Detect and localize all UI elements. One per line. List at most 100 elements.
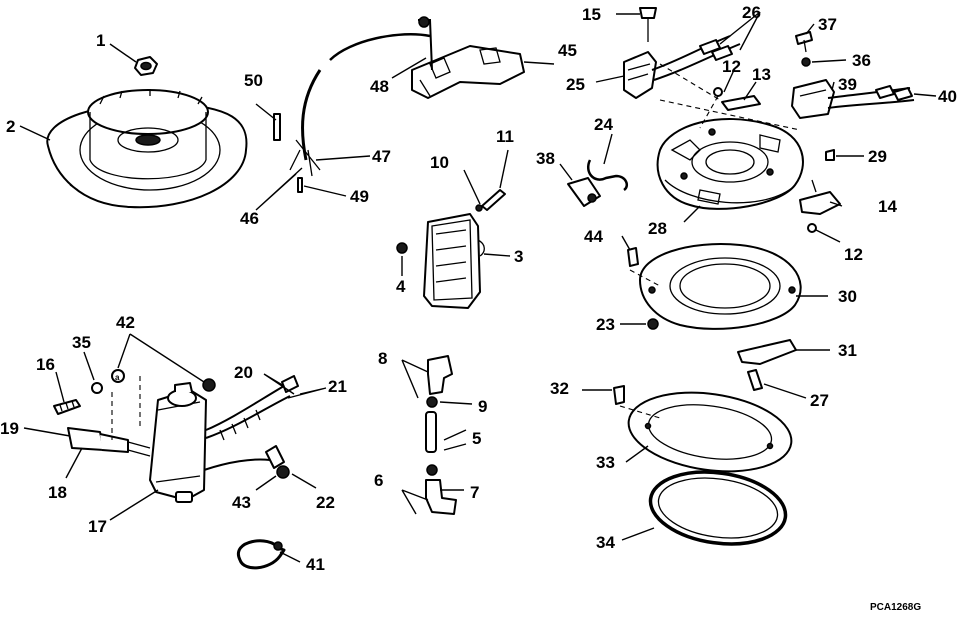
part-clamp (236, 539, 286, 570)
part-armature-plate (656, 118, 804, 210)
part-throttle-cam-31 (737, 339, 797, 365)
part-screw-12-lower (807, 223, 817, 233)
callout-12-lower: 12 (844, 245, 863, 264)
callout-12-upper: 12 (722, 57, 741, 76)
callout-30: 30 (838, 287, 857, 306)
callout-50: 50 (244, 71, 263, 90)
svg-text:a: a (115, 373, 120, 382)
callout-6: 6 (374, 471, 383, 490)
callout-49: 49 (350, 187, 369, 206)
callout-18: 18 (48, 483, 67, 502)
callout-3: 3 (514, 247, 523, 266)
callout-1: 1 (96, 31, 105, 50)
callout-16: 16 (36, 355, 55, 374)
part-grommet-9 (426, 396, 438, 408)
part-retainer-plate (639, 243, 802, 330)
leader-lines (19, 11, 937, 563)
part-terminal-50 (273, 113, 281, 141)
alignment-lines (111, 63, 801, 440)
part-connector-38 (567, 177, 601, 207)
part-screw-12-upper (713, 87, 723, 97)
callout-27: 27 (810, 391, 829, 410)
callout-5: 5 (472, 429, 481, 448)
callout-47: 47 (372, 147, 391, 166)
callout-45: 45 (558, 41, 577, 60)
callout-43: 43 (232, 493, 251, 512)
part-nut (134, 56, 158, 76)
part-bracket-13 (721, 95, 761, 111)
part-support-plate (627, 391, 793, 473)
callout-2: 2 (6, 117, 15, 136)
part-ignition-coil (149, 382, 207, 503)
callout-11: 11 (496, 127, 514, 146)
part-spark-plug-boot (67, 427, 151, 457)
callout-36: 36 (852, 51, 871, 70)
part-stator-coil-39 (791, 79, 915, 119)
callout-35: 35 (72, 333, 91, 352)
callout-38: 38 (536, 149, 555, 168)
part-screw-11 (475, 189, 506, 212)
callout-19: 19 (0, 419, 19, 438)
part-tube-5 (425, 411, 437, 453)
part-screw-37 (795, 31, 813, 53)
part-elbow-lower (425, 479, 457, 515)
part-screw-15 (639, 7, 657, 42)
callout-labels: 1 2 3 4 5 6 7 8 9 10 11 12 12 13 14 15 1… (0, 3, 957, 613)
part-connector-22 (265, 445, 285, 469)
callout-15: 15 (582, 5, 601, 24)
callout-42: 42 (116, 313, 135, 332)
part-coil-leads (203, 375, 299, 471)
callout-32: 32 (550, 379, 569, 398)
callout-37: 37 (818, 15, 837, 34)
callout-33: 33 (596, 453, 615, 472)
part-retaining-ring (648, 470, 788, 546)
part-nut-23 (647, 318, 659, 330)
part-washer-36 (801, 57, 811, 67)
part-washer-35 (91, 382, 103, 394)
part-pin-49 (297, 177, 303, 193)
part-washers-42: a (111, 369, 216, 392)
callout-34: 34 (596, 533, 615, 552)
callout-48: 48 (370, 77, 389, 96)
callout-39: 39 (838, 75, 857, 94)
callout-44: 44 (584, 227, 603, 246)
part-insulator-43 (276, 465, 290, 479)
callout-28: 28 (648, 219, 667, 238)
callout-41: 41 (306, 555, 325, 574)
callout-25: 25 (566, 75, 585, 94)
callout-24: 24 (594, 115, 613, 134)
figure-id: PCA1268G (870, 602, 921, 613)
callout-14: 14 (878, 197, 897, 216)
part-screw-29 (825, 149, 835, 161)
part-screw-44 (627, 247, 639, 267)
callout-9: 9 (478, 397, 487, 416)
part-clip-24 (587, 159, 628, 192)
part-switch-assembly (289, 16, 525, 177)
callout-4: 4 (396, 277, 406, 296)
callout-20: 20 (234, 363, 253, 382)
callout-13: 13 (752, 65, 771, 84)
callout-29: 29 (868, 147, 887, 166)
part-screw-32 (613, 385, 625, 405)
part-elbow-upper (427, 355, 453, 395)
part-charge-coil (623, 35, 741, 99)
callout-46: 46 (240, 209, 259, 228)
callout-40: 40 (938, 87, 957, 106)
callout-8: 8 (378, 349, 387, 368)
callout-7: 7 (470, 483, 479, 502)
part-screw-16 (53, 399, 81, 415)
part-rectifier-module (423, 213, 485, 309)
part-grommet-7 (426, 464, 438, 476)
callout-21: 21 (328, 377, 347, 396)
callout-31: 31 (838, 341, 857, 360)
callout-10: 10 (430, 153, 449, 172)
part-flywheel (46, 89, 248, 209)
callout-23: 23 (596, 315, 615, 334)
callout-22: 22 (316, 493, 335, 512)
part-lockwasher (396, 242, 408, 254)
part-sensor-14 (799, 179, 841, 215)
part-screw-27 (747, 369, 763, 391)
callout-17: 17 (88, 517, 107, 536)
